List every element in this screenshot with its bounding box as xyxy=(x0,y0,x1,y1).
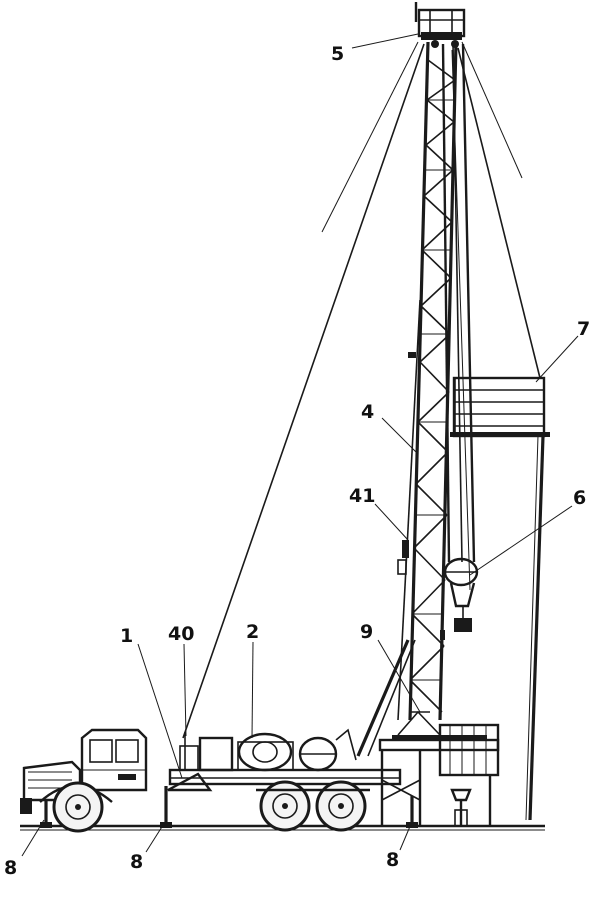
mast xyxy=(356,2,466,757)
mast-strut xyxy=(356,639,416,757)
rear-wheel-1 xyxy=(259,780,311,832)
label-4: 4 xyxy=(361,401,374,423)
label-2: 2 xyxy=(246,621,259,643)
rear-wheel-2 xyxy=(315,780,367,832)
label-6: 6 xyxy=(573,487,586,509)
label-8-left: 8 xyxy=(4,857,17,879)
label-41: 41 xyxy=(349,485,375,507)
label-7: 7 xyxy=(577,318,590,340)
label-8-right: 8 xyxy=(386,849,399,871)
truck-carrier xyxy=(20,728,402,833)
drill-floor xyxy=(378,710,500,827)
front-wheel xyxy=(52,781,104,833)
travelling-block xyxy=(441,43,479,632)
leader-lines xyxy=(21,33,579,857)
callout-labels: 5 7 4 41 6 1 40 2 9 8 8 8 xyxy=(4,43,590,879)
label-5: 5 xyxy=(331,43,344,65)
label-8-middle: 8 xyxy=(130,851,143,873)
label-40: 40 xyxy=(168,623,194,645)
racking-platform xyxy=(450,376,550,821)
crown-block xyxy=(414,2,466,48)
label-1: 1 xyxy=(120,625,133,647)
label-9: 9 xyxy=(360,621,373,643)
outrigger-jacks xyxy=(40,786,418,828)
